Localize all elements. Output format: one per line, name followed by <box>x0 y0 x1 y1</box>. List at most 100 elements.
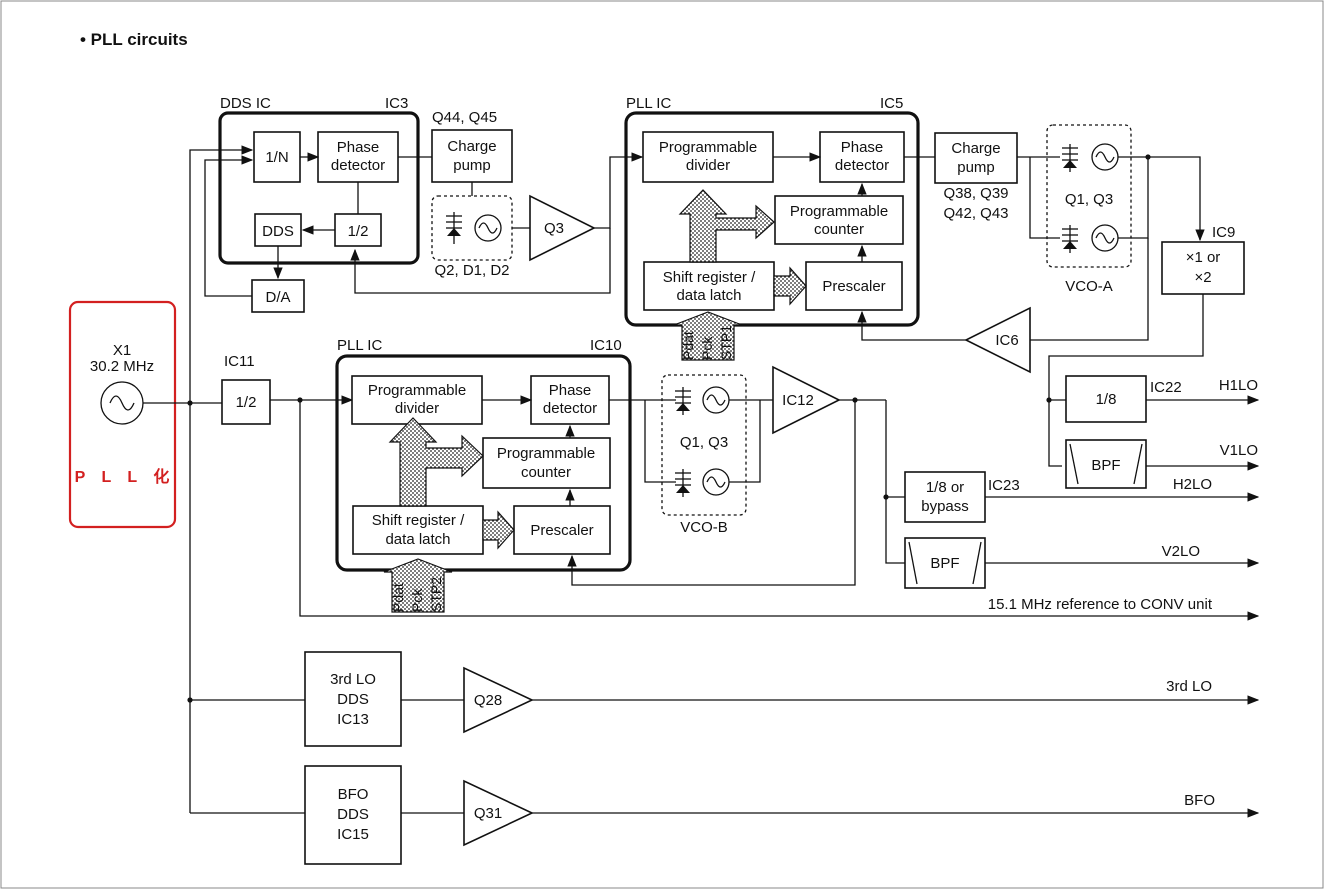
prescaler-b-text: Prescaler <box>530 522 593 539</box>
multiplier-text2: ×2 <box>1194 269 1211 286</box>
prog-divider-b-text1: Programmable <box>368 382 466 399</box>
half-divider-ic11-text: 1/2 <box>236 394 257 411</box>
oscillator-icon <box>474 214 502 242</box>
wire <box>885 400 905 564</box>
shift-register-b-text2: data latch <box>385 531 450 548</box>
output-v1lo: V1LO <box>1220 442 1258 459</box>
ic6-text: IC6 <box>995 332 1018 349</box>
wire <box>1048 294 1204 467</box>
serial-input-b <box>383 558 453 613</box>
pll-ic5-outline <box>624 111 920 327</box>
q42-q43-label: Q42, Q43 <box>943 205 1008 222</box>
page-title: • PLL circuits <box>80 30 188 49</box>
wire <box>567 400 856 586</box>
phase-detector-dds-text1: Phase <box>337 139 380 156</box>
x1-highlight-box <box>68 300 177 529</box>
pin-stp2: STP2 <box>428 577 444 612</box>
prog-divider-b <box>351 375 483 425</box>
half-divider-dds <box>334 213 382 247</box>
bfo-dds-block <box>304 765 402 865</box>
wire <box>299 400 1260 621</box>
x1-label: X1 <box>113 342 131 359</box>
prescaler-a-text: Prescaler <box>822 278 885 295</box>
bfo-text3: IC15 <box>337 826 369 843</box>
pin-pck-a: Pck <box>699 336 715 360</box>
shift-register-a-text2: data latch <box>676 287 741 304</box>
prog-counter-b-text1: Programmable <box>497 445 595 462</box>
q44-q45-label: Q44, Q45 <box>432 109 497 126</box>
charge-pump-1-text2: pump <box>453 157 491 174</box>
prog-counter-a <box>774 195 904 245</box>
output-reference: 15.1 MHz reference to CONV unit <box>988 596 1213 613</box>
junction <box>1046 397 1052 403</box>
serial-input-a <box>673 311 743 361</box>
q31-text: Q31 <box>474 805 502 822</box>
one-over-n-text: 1/N <box>265 149 288 166</box>
charge-pump-2-text2: pump <box>957 159 995 176</box>
phase-detector-a-text2: detector <box>835 157 889 174</box>
divider-ic23-text2: bypass <box>921 498 969 515</box>
pll-note: P L L 化 <box>75 467 176 486</box>
shift-register-b <box>352 505 484 555</box>
pll-ic10-outline <box>335 354 632 572</box>
wire <box>644 400 676 483</box>
pin-pck-b: Pck <box>409 588 425 612</box>
bfo-text2: DDS <box>337 806 369 823</box>
dds-ic-label: DDS IC <box>220 95 271 112</box>
phase-detector-b-text1: Phase <box>549 382 592 399</box>
prog-counter-a-text2: counter <box>814 221 864 238</box>
junction <box>883 494 889 500</box>
dds-block <box>254 213 302 247</box>
wire <box>204 155 254 297</box>
ic3-label: IC3 <box>385 95 408 112</box>
ic23-label: IC23 <box>988 477 1020 494</box>
half-divider-dds-text: 1/2 <box>348 223 369 240</box>
pin-pdat-a: Pdat <box>680 331 696 360</box>
prog-divider-b-text2: divider <box>395 400 439 417</box>
x1-frequency: 30.2 MHz <box>90 358 154 375</box>
q3-text: Q3 <box>544 220 564 237</box>
wire <box>729 400 761 483</box>
divider-ic22-text: 1/8 <box>1096 391 1117 408</box>
varactor-icon <box>1062 225 1078 253</box>
ic10-label: IC10 <box>590 337 622 354</box>
output-h1lo: H1LO <box>1219 377 1258 394</box>
ic9-label: IC9 <box>1212 224 1235 241</box>
bpf-v1lo <box>1065 439 1147 489</box>
output-h2lo: H2LO <box>1173 476 1212 493</box>
prog-counter-b-text2: counter <box>521 464 571 481</box>
shift-register-b-text1: Shift register / <box>372 512 465 529</box>
wire <box>1133 443 1143 485</box>
data-bus-prescaler-b <box>482 510 515 550</box>
prog-divider-a-text1: Programmable <box>659 139 757 156</box>
output-bfo: BFO <box>1184 792 1215 809</box>
multiplier-text1: ×1 or <box>1186 249 1221 266</box>
wire <box>189 145 254 390</box>
bfo-text1: BFO <box>338 786 369 803</box>
ic12-text: IC12 <box>782 392 814 409</box>
data-bus-a <box>678 189 775 263</box>
pin-pdat-b: Pdat <box>390 583 406 612</box>
dds-block-text: DDS <box>262 223 294 240</box>
wire <box>857 310 966 341</box>
ic22-label: IC22 <box>1150 379 1182 396</box>
da-block-text: D/A <box>265 289 290 306</box>
divider-ic22 <box>1065 375 1147 423</box>
prescaler-a <box>805 261 903 311</box>
pin-stp1: STP1 <box>718 325 734 360</box>
bpf-v2lo-text: BPF <box>930 555 959 572</box>
wire <box>1029 157 1060 239</box>
third-lo-text1: 3rd LO <box>330 671 376 688</box>
bpf-v1lo-text: BPF <box>1091 457 1120 474</box>
vco-b-label: VCO-B <box>680 519 728 536</box>
q38-q39-label: Q38, Q39 <box>943 185 1008 202</box>
prog-divider-a-text2: divider <box>686 157 730 174</box>
wire <box>1030 238 1149 341</box>
pll-ic10-label: PLL IC <box>337 337 382 354</box>
ic12-amplifier <box>772 365 841 435</box>
prog-counter-b <box>482 437 611 489</box>
data-bus-prescaler-a <box>773 266 807 306</box>
third-lo-dds-block <box>304 651 402 747</box>
